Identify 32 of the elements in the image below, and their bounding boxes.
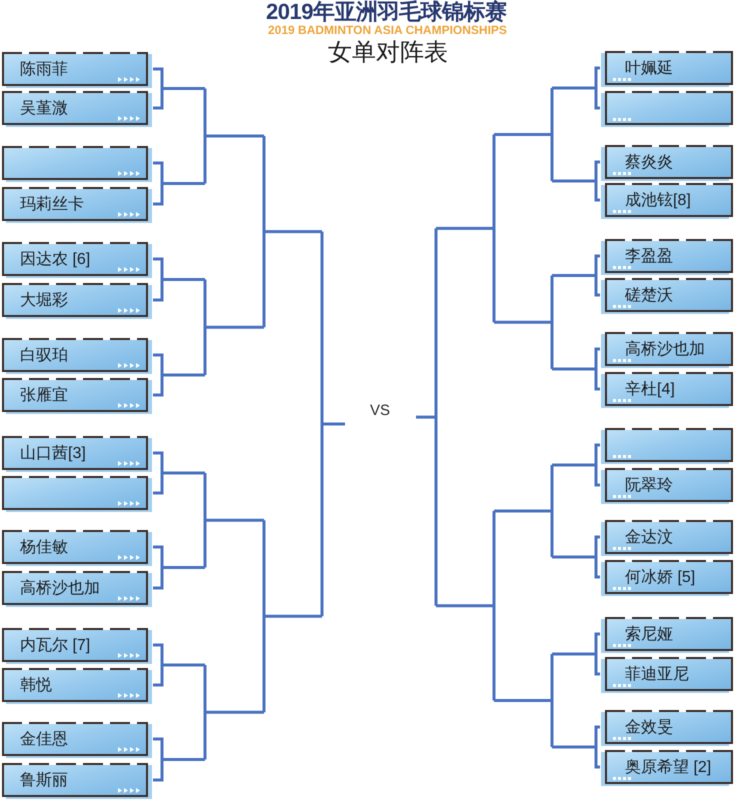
- player-name: 辛杜[4]: [625, 380, 675, 399]
- player-name: 高桥沙也加: [20, 579, 100, 598]
- player-name: 玛莉丝卡: [20, 195, 84, 214]
- player-name: 张雁宜: [20, 386, 68, 405]
- title: 2019年亚洲羽毛球锦标赛: [266, 0, 506, 24]
- player-name: 奥原希望 [2]: [625, 758, 712, 777]
- heading: 女单对阵表: [328, 38, 448, 66]
- player-name: 杨佳敏: [20, 538, 68, 557]
- player-name: 因达农 [6]: [20, 250, 90, 269]
- player-name: 阮翠玲: [625, 476, 673, 495]
- player-name: 山口茜[3]: [20, 444, 86, 463]
- subtitle: 2019 BADMINTON ASIA CHAMPIONSHIPS: [268, 23, 507, 37]
- player-name: 叶姵延: [625, 59, 673, 78]
- player-name: 金达汶: [625, 528, 673, 547]
- player-name: 陈雨菲: [20, 60, 68, 79]
- player-name: 李盈盈: [625, 247, 673, 266]
- player-name: 菲迪亚尼: [625, 665, 689, 684]
- player-name: 白驭珀: [20, 346, 68, 365]
- player-name: 成池铉[8]: [625, 191, 691, 210]
- player-name: 大堀彩: [20, 291, 68, 310]
- player-name: 鲁斯丽: [20, 771, 68, 790]
- player-name: 磋楚沃: [625, 286, 673, 305]
- player-name: 韩悦: [20, 676, 52, 695]
- player-name: 高桥沙也加: [625, 340, 705, 359]
- player-name: 吴堇溦: [20, 99, 68, 118]
- player-name: 索尼娅: [625, 625, 673, 644]
- player-name: 金效旻: [625, 718, 673, 737]
- player-name: 内瓦尔 [7]: [20, 636, 90, 655]
- player-name: 蔡炎炎: [625, 153, 673, 172]
- player-name: 何冰娇 [5]: [625, 568, 696, 587]
- vs-label: VS: [370, 402, 390, 420]
- player-name: 金佳恩: [20, 730, 68, 749]
